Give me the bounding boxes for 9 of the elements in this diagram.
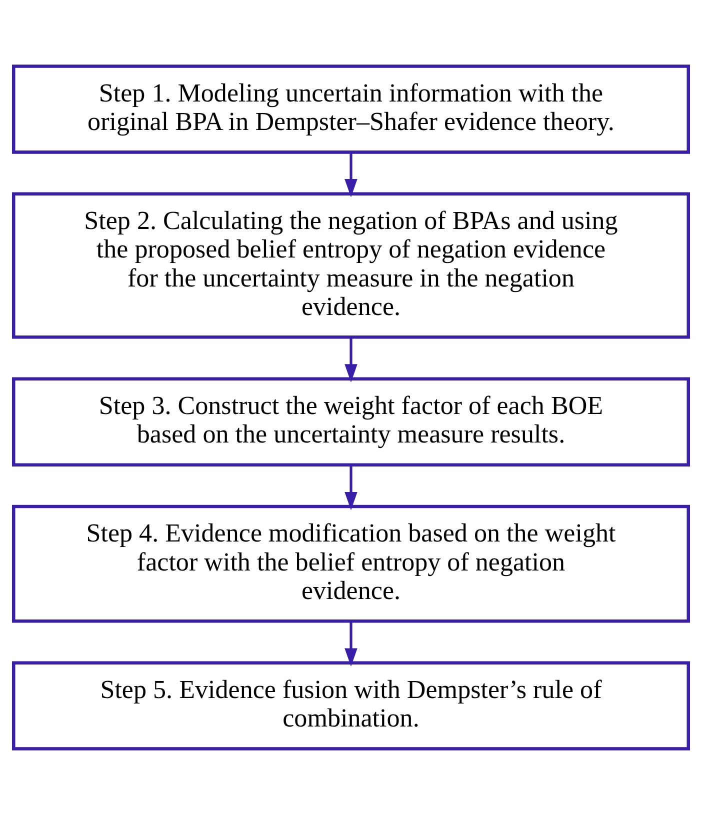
node-box: Step 2. Calculating the negation of BPAs and using the proposed belief entropy of negation evidence for the uncertainty measure in the negation evidence. (12, 192, 690, 338)
node-box: Step 3. Construct the weight factor of each BOE based on the uncertainty measure results. (12, 376, 690, 466)
node-box: Step 1. Modeling uncertain information with the original BPA in Dempster–Shafer evidence theory. (12, 64, 690, 154)
arrow (344, 464, 358, 510)
node-box: Step 5. Evidence fusion with Dempster’s rule of combination. (12, 660, 690, 750)
arrow (344, 620, 358, 666)
arrow (344, 336, 358, 382)
arrow (344, 152, 358, 197)
node-box: Step 4. Evidence modification based on the weight factor with the belief entropy of negation evidence. (12, 504, 690, 622)
